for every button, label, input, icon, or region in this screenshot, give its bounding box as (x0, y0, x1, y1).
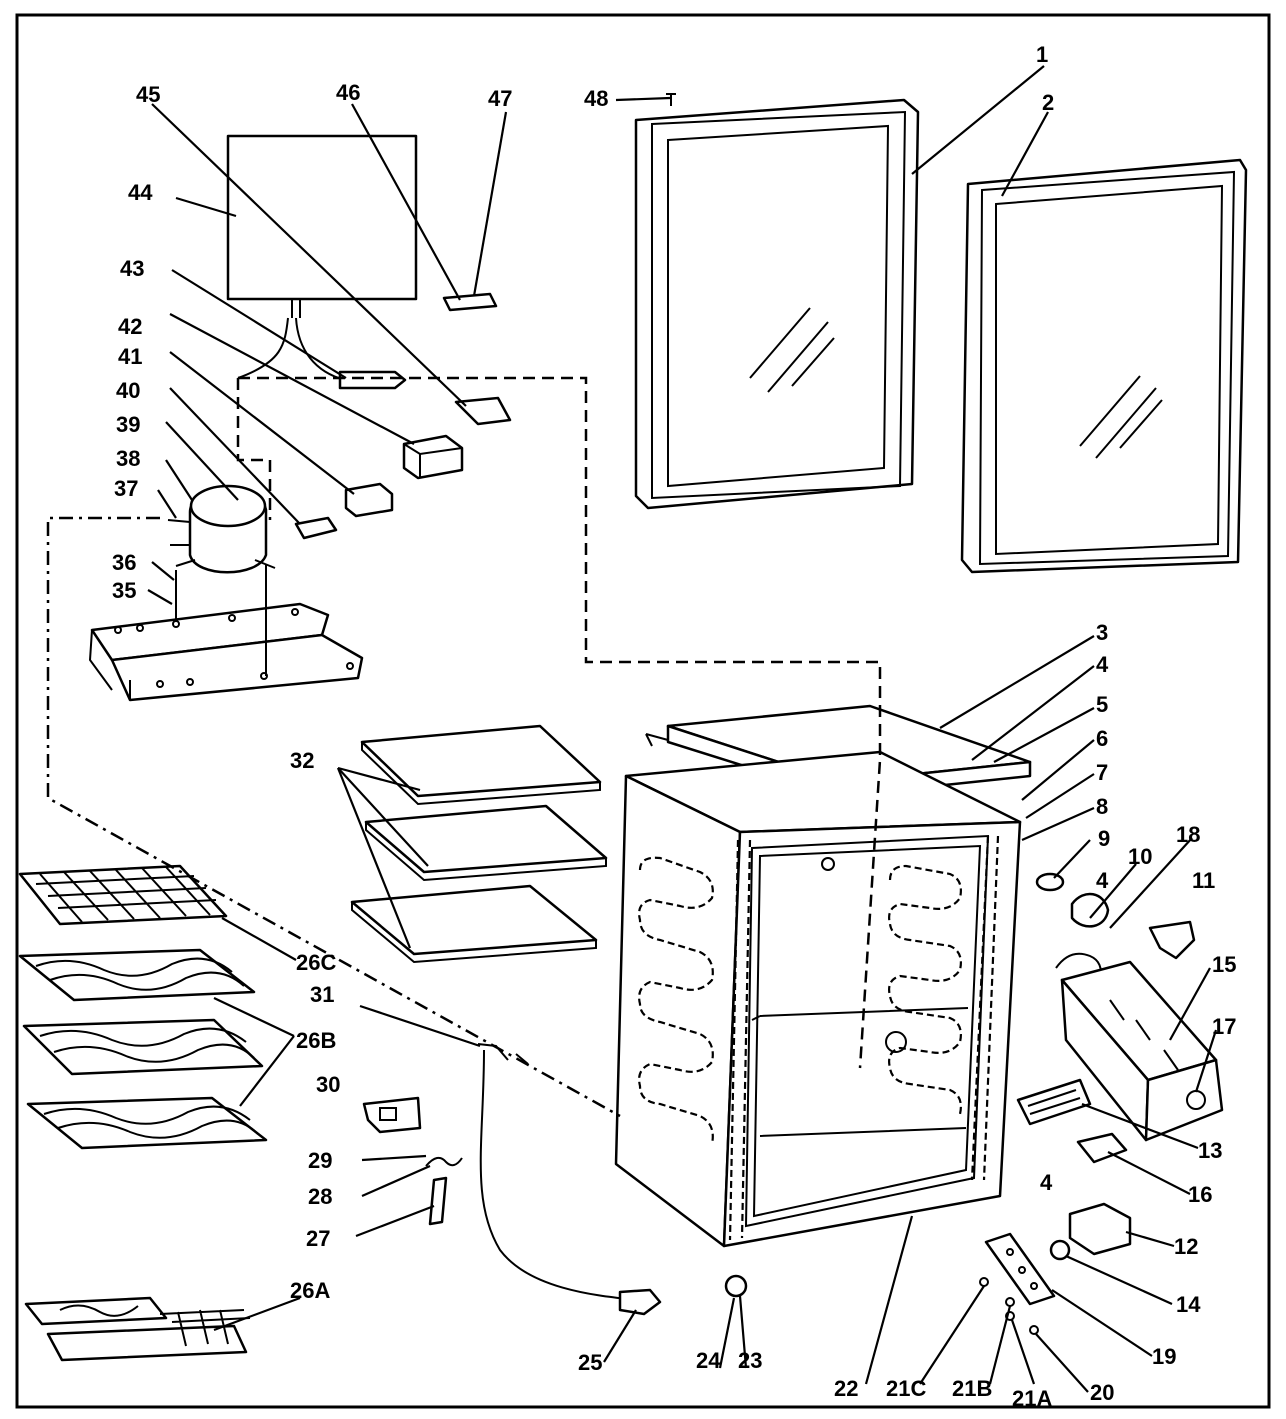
cabinet (614, 750, 1022, 1248)
wine-rack-wavy-2 (22, 1018, 264, 1076)
relay-16 (1076, 1132, 1128, 1164)
wine-rack-wavy-3 (26, 1096, 268, 1150)
wire-clip (454, 396, 512, 426)
callout-26b: 26B (296, 1028, 336, 1053)
callout-23: 23 (738, 1348, 762, 1373)
lamp-cover-12 (1068, 1202, 1132, 1256)
callout-26c: 26C (296, 950, 336, 975)
callout-15: 15 (1212, 952, 1236, 977)
callout-7: 7 (1096, 760, 1108, 785)
callout-10: 10 (1128, 844, 1152, 869)
pin-27 (428, 1176, 448, 1226)
callout-1: 1 (1036, 42, 1048, 67)
callout-43: 43 (120, 256, 144, 281)
refrigerant-route-line (236, 376, 882, 1069)
hinge-30 (362, 1096, 422, 1134)
callout-36: 36 (112, 550, 136, 575)
thermostat-knob (1035, 872, 1065, 892)
relay-cover (402, 434, 464, 480)
overload-protector (294, 516, 338, 540)
callout-2: 2 (1042, 90, 1054, 115)
callout-35: 35 (112, 578, 136, 603)
callout-4: 4 (1040, 1170, 1053, 1195)
hinge-plate-19 (984, 1232, 1056, 1306)
condenser-panel (226, 134, 418, 318)
bottom-tray (24, 1296, 251, 1362)
callout-6: 6 (1096, 726, 1108, 751)
leveling-foot (724, 1274, 748, 1298)
diagram-border (15, 13, 1271, 1409)
callout-21b: 21B (952, 1376, 992, 1401)
callout-12: 12 (1174, 1234, 1198, 1259)
starting-relay (344, 482, 394, 518)
callout-28: 28 (308, 1184, 332, 1209)
callout-32: 32 (290, 748, 314, 773)
clip-11 (1148, 920, 1196, 960)
wire-rack-flat (18, 864, 228, 926)
temperature-probe (477, 1043, 662, 1316)
callout-38: 38 (116, 446, 140, 471)
drain-route-line (46, 516, 621, 1118)
shelf-brackets (350, 724, 608, 964)
callout-20: 20 (1090, 1380, 1114, 1405)
leader-lines (147, 65, 1218, 1393)
spring-clip-28 (425, 1156, 463, 1167)
wine-rack-wavy-1 (18, 948, 256, 1002)
callout-29: 29 (308, 1148, 332, 1173)
washer-14 (1049, 1239, 1071, 1261)
callout-13: 13 (1198, 1138, 1222, 1163)
callout-45: 45 (136, 82, 160, 107)
callout-41: 41 (118, 344, 142, 369)
callout-14: 14 (1176, 1292, 1201, 1317)
bracket-small (442, 292, 498, 312)
callout-4: 4 (1096, 868, 1109, 893)
callout-3: 3 (1096, 620, 1108, 645)
callout-25: 25 (578, 1350, 602, 1375)
callout-40: 40 (116, 378, 140, 403)
callout-22: 22 (834, 1376, 858, 1401)
callout-16: 16 (1188, 1182, 1212, 1207)
callout-18: 18 (1176, 822, 1200, 847)
light-switch (1016, 1078, 1092, 1126)
callout-8: 8 (1096, 794, 1108, 819)
control-box (1060, 960, 1224, 1142)
callout-27: 27 (306, 1226, 330, 1251)
callout-17: 17 (1212, 1014, 1236, 1039)
callout-9: 9 (1098, 826, 1110, 851)
callout-37: 37 (114, 476, 138, 501)
callout-21a: 21A (1012, 1386, 1052, 1411)
callout-46: 46 (336, 80, 360, 105)
callout-31: 31 (310, 982, 334, 1007)
compressor (167, 484, 276, 574)
callout-24: 24 (696, 1348, 721, 1373)
callout-44: 44 (128, 180, 153, 205)
glass-door-rear (960, 158, 1248, 574)
callout-11: 11 (1192, 868, 1215, 893)
callout-5: 5 (1096, 692, 1108, 717)
callout-4: 4 (1096, 652, 1109, 677)
callout-21c: 21C (886, 1376, 926, 1401)
callout-39: 39 (116, 412, 140, 437)
callout-30: 30 (316, 1072, 340, 1097)
glass-door-front (634, 98, 920, 510)
callout-48: 48 (584, 86, 608, 111)
screw-48 (666, 93, 676, 106)
callout-47: 47 (488, 86, 512, 111)
callout-42: 42 (118, 314, 142, 339)
compressor-base-plate (88, 565, 364, 702)
callout-labels: 1 2 3 4 4 4 5 6 7 8 9 10 11 12 13 14 15 … (112, 42, 1236, 1411)
callout-26a: 26A (290, 1278, 330, 1303)
callout-19: 19 (1152, 1344, 1176, 1369)
